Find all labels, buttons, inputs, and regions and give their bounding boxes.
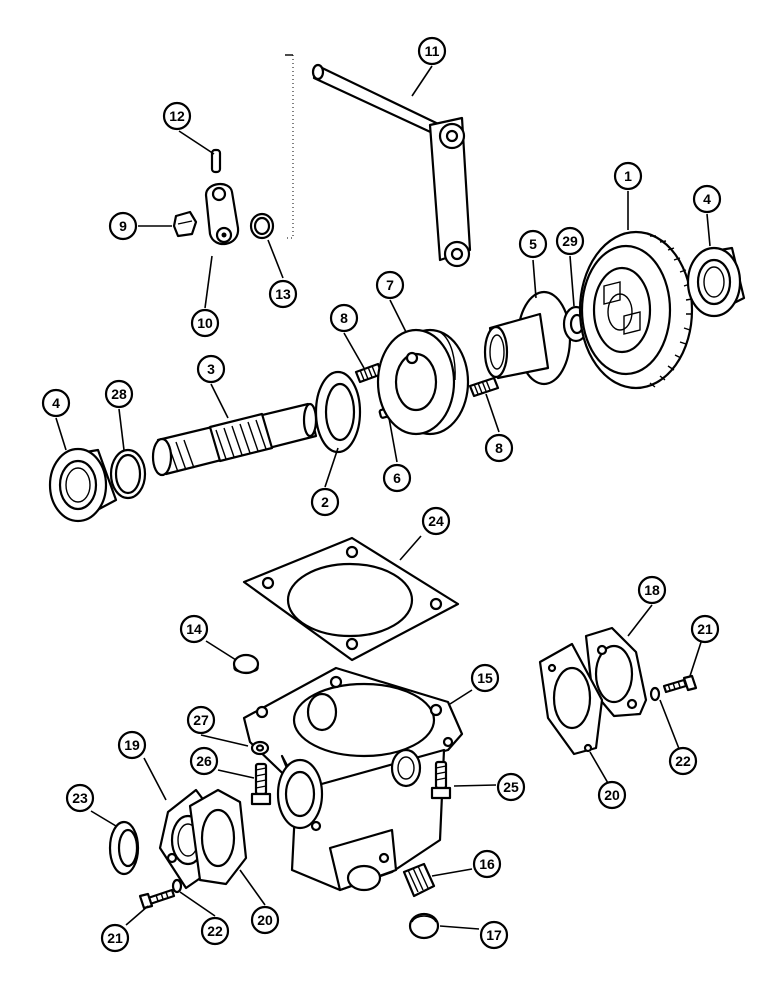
callout-label-26: 26 [196,753,212,769]
part-flange-gasket-left [188,788,248,886]
callout-label-8-left: 8 [340,310,348,326]
callout-8-right: 8 [484,433,514,463]
callout-label-25: 25 [503,779,519,795]
callout-22-left: 22 [200,916,230,946]
part-hub [376,328,470,436]
callout-label-7: 7 [386,277,394,293]
part-pin [210,148,222,174]
callout-24: 24 [421,506,451,536]
part-bolt-right [662,674,698,694]
part-stud-25 [430,760,452,800]
part-flange-gasket-right [538,642,604,756]
callout-label-4-left: 4 [52,395,60,411]
callout-4-left: 4 [41,388,71,418]
callout-label-17: 17 [486,927,502,943]
part-flange-plate-right [584,626,648,718]
callout-23: 23 [65,783,95,813]
callout-29: 29 [555,226,585,256]
part-oil-seal [108,820,140,876]
callout-18: 18 [637,575,667,605]
callout-label-28: 28 [111,386,127,402]
part-key-block [172,210,198,238]
callout-27: 27 [186,705,216,735]
callout-11: 11 [417,36,447,66]
part-shift-shaft-arm [284,54,472,268]
part-splined-shaft [151,402,318,477]
part-spring-right [468,376,500,398]
callout-label-1: 1 [624,168,632,184]
callout-label-11: 11 [425,43,440,59]
part-bolt-left [138,888,176,910]
part-plug-cap [232,653,260,675]
callout-label-18: 18 [644,582,660,598]
callout-label-13: 13 [275,286,291,302]
callout-label-20-right: 20 [604,787,620,803]
part-thrust-washer [314,370,362,454]
callout-25: 25 [496,772,526,802]
callout-20-left: 20 [250,905,280,935]
callout-label-21-right: 21 [697,621,713,637]
part-lever [204,183,240,245]
callout-14: 14 [179,614,209,644]
callout-26: 26 [189,746,219,776]
callout-15: 15 [470,663,500,693]
callout-label-4-right: 4 [703,191,711,207]
callout-16: 16 [472,849,502,879]
part-gasket [242,536,460,662]
callout-8-left: 8 [329,303,359,333]
callout-label-15: 15 [477,670,493,686]
part-threaded-plug [402,862,436,898]
part-housing [242,666,464,892]
callout-3: 3 [196,354,226,384]
callout-6: 6 [382,463,412,493]
part-gear [578,230,694,390]
callout-9: 9 [108,211,138,241]
callout-1: 1 [613,161,643,191]
callout-label-9: 9 [119,218,127,234]
callout-label-10: 10 [197,315,213,331]
part-small-ring [249,212,275,240]
callout-19: 19 [117,730,147,760]
callout-label-2: 2 [321,494,329,510]
callout-label-27: 27 [193,712,209,728]
part-bearing-right [686,246,746,318]
callout-10: 10 [190,308,220,338]
part-end-cap [408,912,440,940]
callout-13: 13 [268,279,298,309]
callout-21-left: 21 [100,923,130,953]
callout-label-8-right: 8 [495,440,503,456]
part-bearing-left [48,447,118,523]
callout-label-6: 6 [393,470,401,486]
callout-label-19: 19 [124,737,140,753]
callout-label-3: 3 [207,361,215,377]
callout-label-24: 24 [428,513,444,529]
part-circlip [109,448,147,500]
callout-28: 28 [104,379,134,409]
callout-label-12: 12 [169,108,185,124]
callout-7: 7 [375,270,405,300]
part-lock-washer-right [649,686,661,702]
callout-label-23: 23 [72,790,88,806]
callout-12: 12 [162,101,192,131]
callout-label-29: 29 [562,233,578,249]
part-flanged-sleeve [483,290,572,386]
part-stud-26 [250,762,272,806]
callout-label-16: 16 [479,856,495,872]
callout-2: 2 [310,487,340,517]
callout-label-22-left: 22 [207,923,223,939]
callout-4-right: 4 [692,184,722,214]
part-lock-washer-left [171,878,183,894]
callout-label-20-left: 20 [257,912,273,928]
callout-label-14: 14 [186,621,202,637]
callout-17: 17 [479,920,509,950]
callout-label-22-right: 22 [675,753,691,769]
callout-22-right: 22 [668,746,698,776]
callout-21-right: 21 [690,614,720,644]
callout-label-5: 5 [529,236,537,252]
callout-label-21-left: 21 [107,930,123,946]
callout-5: 5 [518,229,548,259]
callout-20-right: 20 [597,780,627,810]
part-small-washer-27 [250,740,270,756]
